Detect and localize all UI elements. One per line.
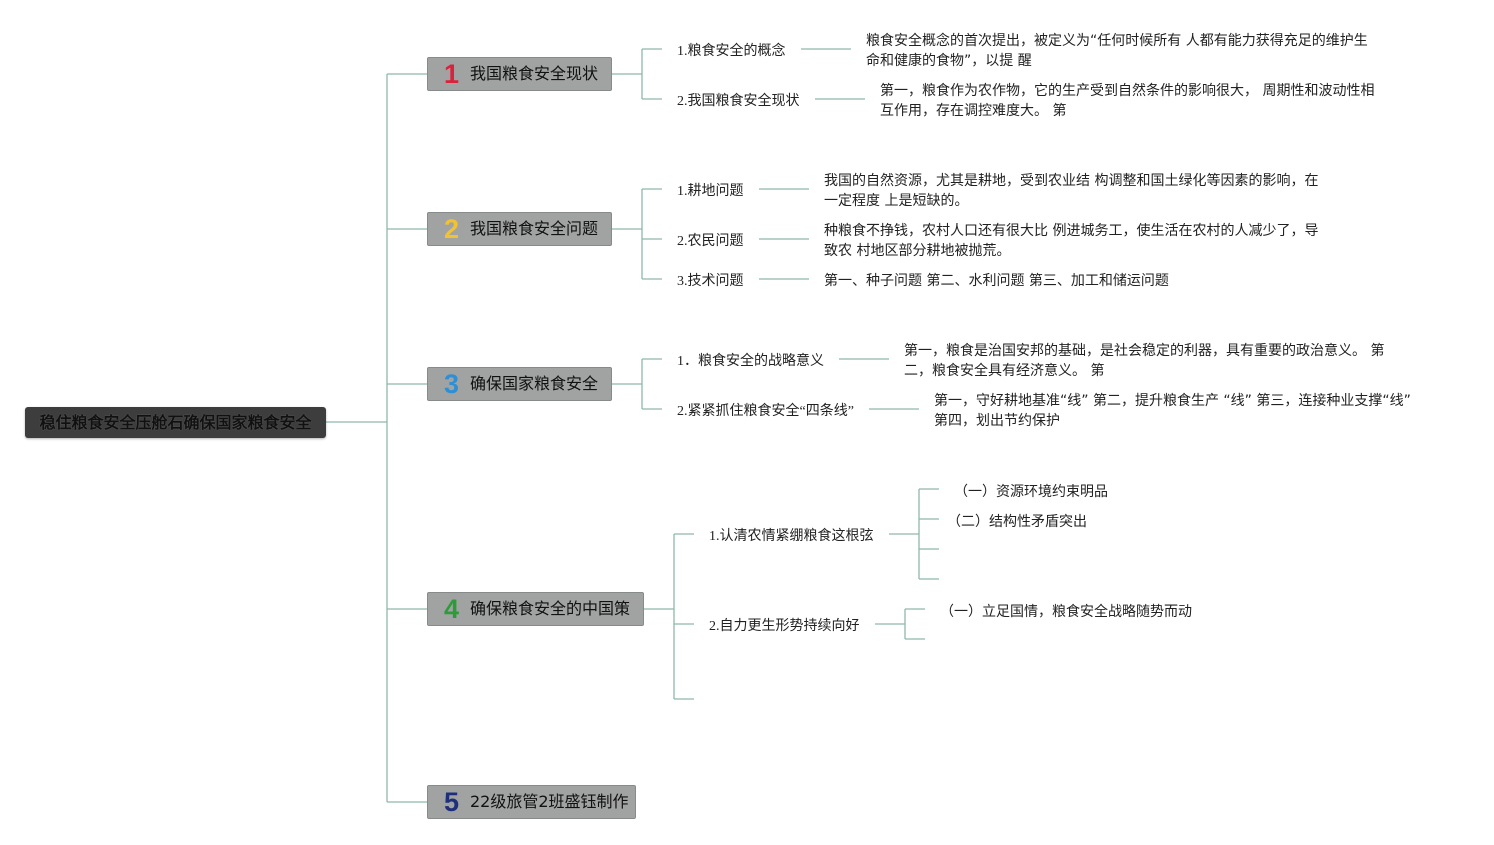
connector-b3-desc	[839, 358, 919, 410]
subtopic-2-3[interactable]: 3.技术问题	[677, 274, 744, 289]
branch-topic-4-label: 确保粮食安全的中国策	[470, 599, 631, 618]
number-4-icon: 4	[444, 594, 460, 624]
connector-b4-sub1	[889, 488, 939, 580]
subtopic-2-2-desc: 种粮食不挣钱，农村人口还有很大比 例进城务工，使生活在农村的人减少了，导致农 村…	[824, 223, 1319, 259]
connector-b4-children	[644, 533, 694, 700]
subtopic-4-1-item-2[interactable]: （二）结构性矛盾突出	[947, 514, 1087, 530]
branch-topic-5[interactable]: 5 22级旅管2班盛钰制作	[427, 785, 636, 819]
connector-b1-desc	[801, 48, 865, 100]
branch-topic-3[interactable]: 3 确保国家粮食安全	[427, 367, 612, 401]
subtopic-3-1[interactable]: 1．粮食安全的战略意义	[677, 354, 824, 369]
connector-b4-sub2	[875, 608, 925, 640]
subtopic-3-2[interactable]: 2.紧紧抓住粮食安全“四条线”	[677, 404, 854, 419]
branch-topic-2[interactable]: 2 我国粮食安全问题	[427, 212, 612, 246]
subtopic-4-1-item-1[interactable]: （一）资源环境约束明品	[954, 484, 1108, 500]
subtopic-1-1-desc: 粮食安全概念的首次提出，被定义为“任何时候所有 人都有能力获得充足的维护生命和健…	[866, 33, 1368, 69]
number-3-icon: 3	[444, 369, 460, 399]
branch-topic-5-label: 22级旅管2班盛钰制作	[470, 792, 629, 811]
branch-topic-3-label: 确保国家粮食安全	[470, 374, 599, 393]
subtopic-1-1[interactable]: 1.粮食安全的概念	[677, 44, 786, 59]
root-topic[interactable]: 稳住粮食安全压舱石确保国家粮食安全	[25, 407, 326, 438]
subtopic-1-2[interactable]: 2.我国粮食安全现状	[677, 94, 800, 109]
branch-topic-1-label: 我国粮食安全现状	[470, 64, 599, 83]
subtopic-2-2[interactable]: 2.农民问题	[677, 234, 744, 249]
subtopic-2-1[interactable]: 1.耕地问题	[677, 184, 744, 199]
subtopic-4-1[interactable]: 1.认清农情紧绷粮食这根弦	[709, 529, 874, 544]
subtopic-2-1-desc: 我国的自然资源，尤其是耕地，受到农业结 构调整和国土绿化等因素的影响，在一定程度…	[824, 173, 1319, 209]
connector-b2-children	[612, 188, 662, 280]
subtopic-1-2-desc: 第一，粮食作为农作物，它的生产受到自然条件的影响很大， 周期性和波动性相互作用，…	[880, 83, 1375, 119]
subtopic-3-1-desc: 第一，粮食是治国安邦的基础，是社会稳定的利器，具有重要的政治意义。 第二，粮食安…	[904, 343, 1385, 379]
subtopic-4-2[interactable]: 2.自力更生形势持续向好	[709, 619, 860, 634]
connector-b1-children	[612, 48, 662, 100]
branch-topic-1[interactable]: 1 我国粮食安全现状	[427, 57, 612, 91]
number-5-icon: 5	[444, 787, 460, 817]
root-topic-label: 稳住粮食安全压舱石确保国家粮食安全	[39, 413, 312, 432]
subtopic-3-2-desc: 第一，守好耕地基准“线” 第二，提升粮食生产 “线” 第三，连接种业支撑“线” …	[934, 393, 1411, 429]
branch-topic-2-label: 我国粮食安全问题	[470, 219, 599, 238]
connector-b3-children	[612, 358, 662, 410]
subtopic-2-3-desc: 第一、种子问题 第二、水利问题 第三、加工和储运问题	[824, 273, 1169, 289]
subtopic-4-2-item-1[interactable]: （一）立足国情，粮食安全战略随势而动	[940, 604, 1192, 620]
number-1-icon: 1	[444, 59, 460, 89]
connector-b2-desc	[759, 188, 809, 280]
number-2-icon: 2	[444, 214, 460, 244]
branch-topic-4[interactable]: 4 确保粮食安全的中国策	[427, 592, 644, 626]
